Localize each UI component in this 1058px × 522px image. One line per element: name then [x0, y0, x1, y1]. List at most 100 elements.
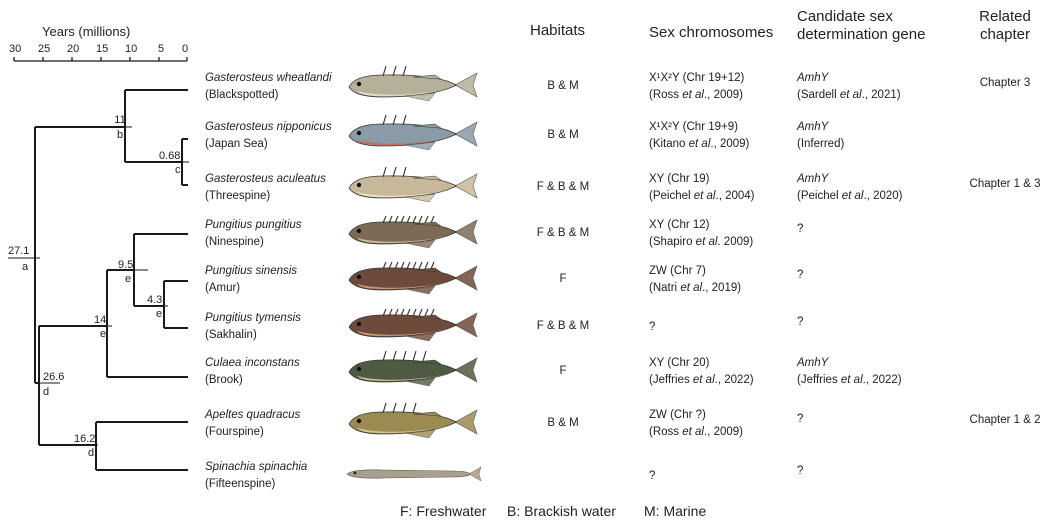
- habitat-cell: B & M: [523, 417, 603, 429]
- reference-author: (Kitano: [649, 138, 689, 150]
- candidate-gene: AmhY: [797, 71, 828, 86]
- candidate-gene: ?: [797, 412, 803, 427]
- reference-author: (Inferred): [797, 138, 844, 150]
- reference-author: (Peichel: [649, 190, 694, 202]
- reference-author: (Ross: [649, 426, 682, 438]
- node-age: 26.6: [43, 371, 64, 383]
- candidate-gene: ?: [797, 222, 803, 237]
- reference-etal: et al: [841, 374, 863, 386]
- node-age: 9.5: [118, 259, 133, 271]
- reference-etal: et al: [682, 89, 704, 101]
- reference-year: ., 2022): [863, 374, 902, 386]
- reference-year: ., 2004): [716, 190, 755, 202]
- fish-illustration: [343, 402, 483, 442]
- reference-author: (Jeffries: [649, 374, 693, 386]
- habitat-cell: B & M: [523, 80, 603, 92]
- species-latin-name: Pungitius sinensis: [205, 264, 297, 279]
- species-latin-name: Pungitius tymensis: [205, 311, 301, 326]
- reference-etal: et al: [693, 374, 715, 386]
- species-latin-name: Gasterosteus aculeatus: [205, 172, 326, 187]
- species-latin-name: Pungitius pungitius: [205, 218, 302, 233]
- sex-chromosome-reference: (Shapiro et al. 2009): [649, 235, 753, 250]
- fish-illustration: [343, 305, 483, 345]
- fish-ci: [343, 350, 483, 395]
- candidate-gene: ?: [797, 268, 803, 283]
- fish-gn: [343, 114, 483, 159]
- candidate-gene: ?: [797, 315, 803, 330]
- candidate-gene: AmhY: [797, 356, 828, 371]
- species-latin-name: Gasterosteus nipponicus: [205, 120, 332, 135]
- habitat-cell: B & M: [523, 129, 603, 141]
- legend-marine: M: Marine: [644, 503, 706, 519]
- fish-gw: [343, 65, 483, 110]
- fish-illustration: [343, 350, 483, 390]
- reference-etal: et al: [689, 138, 711, 150]
- reference-author: (Jeffries: [797, 374, 841, 386]
- tree-branches: [8, 57, 189, 470]
- candidate-gene-reference: (Sardell et al., 2021): [797, 88, 901, 103]
- species-common-name: (Fifteenspine): [205, 477, 275, 492]
- fish-illustration: [343, 166, 483, 206]
- fish-ps: [343, 258, 483, 303]
- reference-year: ., 2020): [864, 190, 903, 202]
- fish-illustration: [343, 212, 483, 252]
- sex-chromosome: ?: [649, 320, 655, 335]
- sex-chromosome-reference: (Natri et al., 2019): [649, 281, 741, 296]
- reference-year: ., 2019): [702, 282, 741, 294]
- node-letter: d: [88, 447, 94, 459]
- related-chapter: Chapter 1 & 2: [960, 413, 1050, 428]
- candidate-gene-reference: (Inferred): [797, 137, 844, 152]
- node-letter: e: [100, 328, 106, 340]
- reference-year: ., 2021): [862, 89, 901, 101]
- species-common-name: (Blackspotted): [205, 88, 279, 103]
- species-common-name: (Fourspine): [205, 425, 264, 440]
- node-letter: d: [43, 386, 49, 398]
- reference-author: (Peichel: [797, 190, 842, 202]
- habitat-cell: F: [523, 365, 603, 377]
- fish-pp: [343, 212, 483, 257]
- candidate-gene: ?: [797, 464, 803, 479]
- sex-chromosome: X¹X²Y (Chr 19+9): [649, 120, 738, 135]
- reference-etal: et al: [682, 426, 704, 438]
- node-age: 27.1: [8, 245, 29, 257]
- candidate-gene-reference: (Jeffries et al., 2022): [797, 373, 902, 388]
- sex-chromosome-reference: (Jeffries et al., 2022): [649, 373, 754, 388]
- sex-chromosome: ZW (Chr 7): [649, 264, 706, 279]
- candidate-gene-reference: (Peichel et al., 2020): [797, 189, 903, 204]
- candidate-gene: AmhY: [797, 120, 828, 135]
- species-latin-name: Culaea inconstans: [205, 356, 300, 371]
- species-common-name: (Brook): [205, 373, 243, 388]
- node-letter: e: [156, 308, 162, 320]
- sex-chromosome-reference: (Ross et al., 2009): [649, 425, 743, 440]
- habitat-cell: F & B & M: [523, 227, 603, 239]
- species-common-name: (Japan Sea): [205, 137, 268, 152]
- habitat-cell: F & B & M: [523, 320, 603, 332]
- reference-etal: et al: [840, 89, 862, 101]
- species-latin-name: Gasterosteus wheatlandi: [205, 71, 332, 86]
- legend-freshwater: F: Freshwater: [400, 503, 486, 519]
- candidate-gene: AmhY: [797, 172, 828, 187]
- fish-ss: [343, 454, 483, 499]
- reference-etal: et al: [680, 282, 702, 294]
- sex-chromosome: X¹X²Y (Chr 19+12): [649, 71, 744, 86]
- sex-chromosome-reference: (Ross et al., 2009): [649, 88, 743, 103]
- sex-chromosome: XY (Chr 20): [649, 356, 710, 371]
- node-letter: c: [175, 164, 181, 176]
- species-common-name: (Threespine): [205, 189, 270, 204]
- fish-illustration: [343, 114, 483, 154]
- reference-etal: et al: [696, 236, 718, 248]
- reference-year: ., 2009): [710, 138, 749, 150]
- reference-year: ., 2009): [704, 426, 743, 438]
- species-latin-name: Apeltes quadracus: [205, 408, 300, 423]
- species-latin-name: Spinachia spinachia: [205, 460, 307, 475]
- node-age: 4.3: [147, 294, 162, 306]
- reference-year: . 2009): [717, 236, 753, 248]
- reference-etal: et al: [842, 190, 864, 202]
- sex-chromosome: XY (Chr 12): [649, 218, 710, 233]
- sex-chromosome: XY (Chr 19): [649, 172, 710, 187]
- reference-year: ., 2009): [704, 89, 743, 101]
- node-age: 11: [105, 114, 135, 126]
- species-common-name: (Amur): [205, 281, 240, 296]
- node-letter: b: [105, 129, 135, 141]
- reference-author: (Natri: [649, 282, 680, 294]
